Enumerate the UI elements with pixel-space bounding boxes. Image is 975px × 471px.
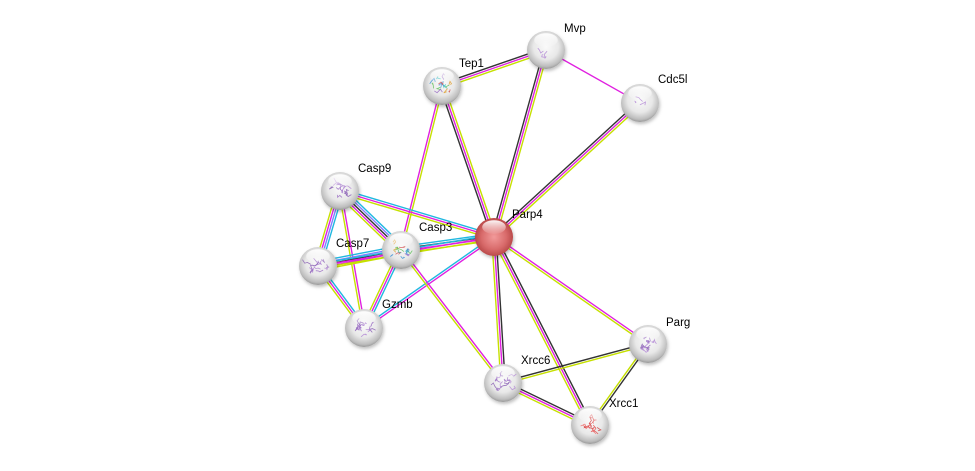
node-label: Xrcc1: [609, 398, 638, 410]
edge-evidence-experiments: [401, 248, 505, 383]
node-label: Casp3: [419, 222, 452, 234]
node-gzmb[interactable]: Gzmb: [345, 299, 413, 347]
edge-evidence-textmining: [503, 344, 649, 385]
edge-evidence-coexpression: [439, 86, 493, 238]
edge-evidence-textmining: [491, 237, 502, 384]
edge-mvp-parp4[interactable]: [491, 49, 549, 238]
sphere-highlight: [352, 311, 376, 325]
edge-evidence-experiments: [399, 85, 442, 250]
sphere-highlight: [636, 327, 660, 341]
sphere-highlight: [482, 220, 506, 234]
node-casp9[interactable]: Casp9: [321, 163, 391, 210]
edge-evidence-experiments: [493, 49, 547, 238]
node-xrcc6[interactable]: Xrcc6: [484, 355, 550, 402]
sphere-highlight: [628, 86, 652, 100]
edge-evidence-coexpression: [491, 49, 545, 237]
edge-evidence-databases: [362, 235, 494, 328]
edge-evidence-experiments: [493, 236, 504, 384]
edge-evidence-coexpression: [495, 235, 593, 425]
sphere-highlight: [328, 174, 352, 188]
protein-structure-icon: [354, 318, 376, 338]
node-parp4[interactable]: Parp4: [475, 209, 543, 256]
edge-evidence-coexpression: [495, 236, 506, 383]
sphere-highlight: [306, 249, 330, 263]
nodes-layer: MvpTep1Cdc5lCasp9Parp4Casp3Casp7GzmbParg…: [299, 23, 690, 444]
edge-evidence-experiments: [494, 235, 650, 344]
node-cdc5l[interactable]: Cdc5l: [621, 74, 687, 122]
node-casp3[interactable]: Casp3: [382, 222, 452, 269]
edge-evidence-experiments: [493, 236, 591, 426]
edge-evidence-textmining: [399, 250, 503, 385]
edge-evidence-textmining: [495, 50, 549, 238]
edge-evidence-coexpression: [492, 100, 639, 236]
node-label: Parp4: [512, 209, 543, 221]
node-casp7[interactable]: Casp7: [299, 238, 369, 285]
edge-evidence-experiments: [493, 102, 641, 238]
sphere-highlight: [491, 366, 515, 380]
sphere-highlight: [534, 33, 558, 47]
edge-cdc5l-parp4[interactable]: [492, 100, 642, 240]
edge-evidence-textmining: [401, 86, 444, 251]
edge-evidence-textmining: [443, 85, 497, 237]
edge-evidence-experiments: [339, 190, 495, 238]
edge-evidence-textmining: [492, 237, 648, 346]
edge-tep1-parp4[interactable]: [439, 85, 497, 238]
edge-evidence-textmining: [495, 104, 642, 240]
protein-structure-icon: [390, 238, 413, 259]
edge-tep1-casp3[interactable]: [399, 85, 444, 251]
edge-evidence-coexpression: [502, 342, 648, 383]
node-label: Cdc5l: [658, 74, 687, 86]
protein-structure-icon: [537, 47, 548, 59]
edge-parp4-parg[interactable]: [492, 235, 650, 346]
node-mvp[interactable]: Mvp: [527, 23, 586, 69]
edge-gzmb-parp4[interactable]: [362, 235, 496, 330]
node-label: Parg: [666, 317, 690, 329]
edge-casp9-parp4[interactable]: [339, 188, 495, 240]
edge-parp4-xrcc6[interactable]: [491, 236, 506, 384]
edge-evidence-textmining: [491, 237, 589, 427]
node-xrcc1[interactable]: Xrcc1: [571, 398, 638, 444]
edge-evidence-textmining: [339, 192, 494, 240]
edge-evidence-experiments: [364, 237, 496, 330]
edge-evidence-experiments: [441, 85, 495, 238]
edge-parp4-xrcc1[interactable]: [491, 235, 593, 427]
node-label: Casp9: [358, 163, 391, 175]
edge-xrcc6-parg[interactable]: [502, 342, 649, 385]
node-label: Mvp: [564, 23, 586, 35]
sphere-highlight: [389, 233, 413, 247]
node-tep1[interactable]: Tep1: [423, 58, 484, 105]
sphere-highlight: [578, 408, 602, 422]
node-label: Tep1: [459, 58, 484, 70]
edge-casp3-xrcc6[interactable]: [399, 248, 505, 385]
node-label: Casp7: [336, 238, 369, 250]
node-label: Xrcc6: [521, 355, 550, 367]
sphere-highlight: [430, 69, 454, 83]
node-label: Gzmb: [382, 299, 413, 311]
node-parg[interactable]: Parg: [629, 317, 690, 363]
edge-evidence-databases: [340, 188, 495, 236]
